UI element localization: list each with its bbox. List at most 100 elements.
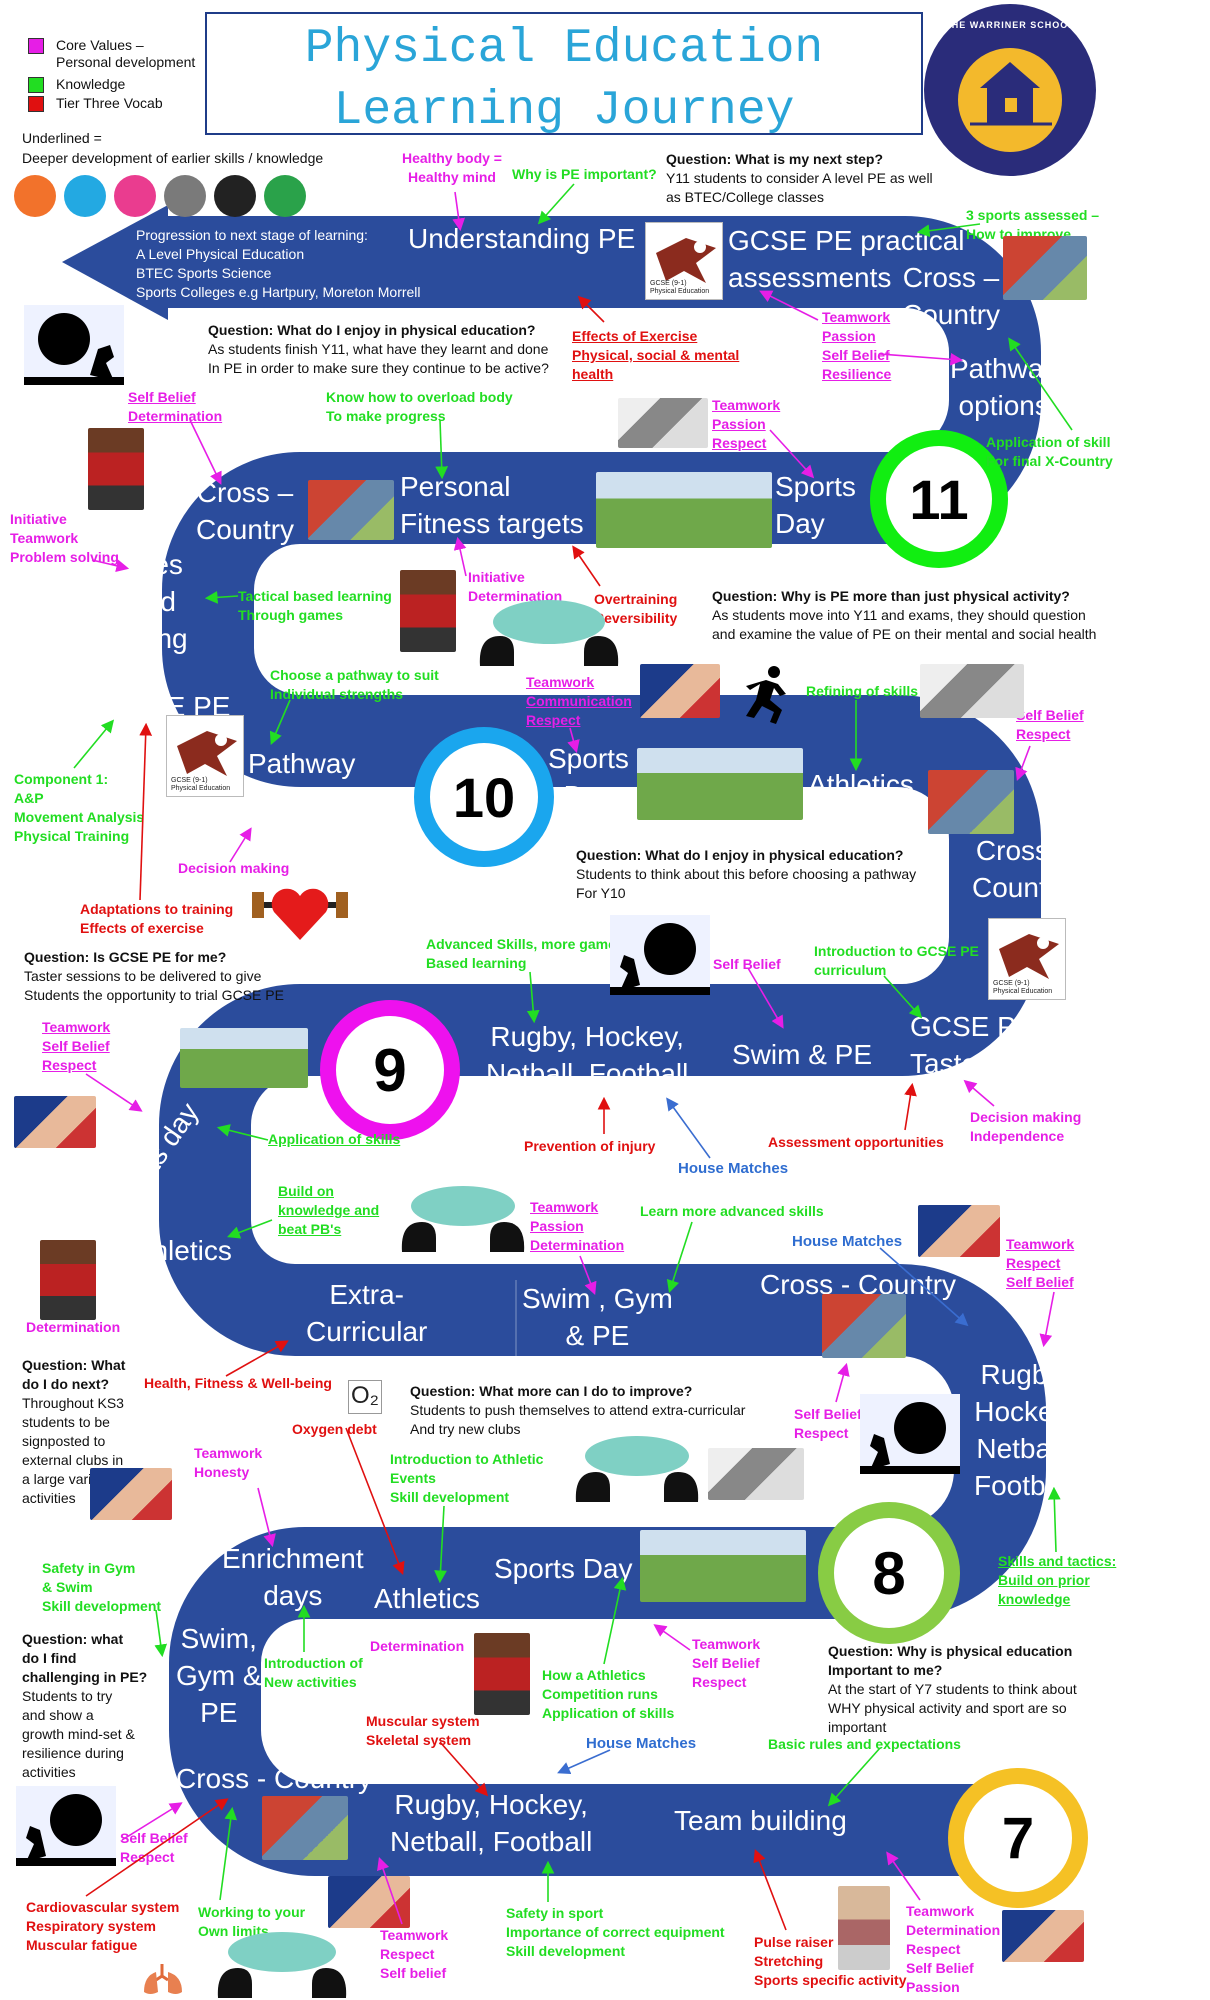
label-basic-rules: Basic rules and expectations: [768, 1736, 961, 1752]
label-self-belief-1: Self Belief: [713, 956, 781, 972]
label-working-limits: Working to your Own limits: [198, 1904, 306, 1939]
road-enrichment: Enrichment days: [222, 1543, 364, 1611]
label-house-matches-3: House Matches: [586, 1735, 697, 1752]
photo-sports-field-4: [640, 1530, 806, 1602]
road-rugby-2: Rugby, Hockey, Netball, Football: [974, 1359, 1074, 1501]
question-answer: Taster sessions to be delivered to give …: [24, 968, 284, 1003]
road-extra-curricular: Extra- Curricular: [306, 1279, 428, 1347]
year-10-badge: 10: [414, 727, 554, 867]
label-why-pe: Why is PE important?: [512, 166, 657, 182]
school-name: THE WARRINER SCHOOL: [945, 20, 1075, 30]
road-swim-pe-1: Swim & PE: [732, 1039, 873, 1070]
photo-hands-3: [918, 1205, 1000, 1257]
label-component-1: Component 1: A&P Movement Analysis Physi…: [14, 771, 145, 844]
core-value-icon-orange: [14, 175, 56, 217]
label-teamwork-passion-determination: Teamwork Passion Determination: [530, 1199, 625, 1253]
gcse-badge-text: GCSE (9-1) Physical Education: [650, 280, 710, 295]
road-cross-country-3: Cross - Country: [972, 835, 1071, 903]
brain-icon-4: [217, 1932, 347, 1998]
question-answer: At the start of Y7 students to think abo…: [828, 1681, 1077, 1735]
label-pulse-raiser: Pulse raiser Stretching Sports specific …: [754, 1934, 907, 1988]
label-how-athletics: How a Athletics Competition runs Applica…: [542, 1667, 675, 1721]
heart-dumbbell-icon: [252, 888, 348, 940]
label-cardio: Cardiovascular system Respiratory system…: [26, 1899, 180, 1953]
photo-stretching: [838, 1886, 890, 1970]
legend-core-values: Core Values – Personal development: [56, 37, 196, 70]
boulder-silhouette-4: [16, 1786, 116, 1866]
label-house-matches-1: House Matches: [678, 1160, 789, 1177]
boulder-silhouette-2: [610, 915, 710, 995]
photo-athlete-1: [88, 428, 144, 510]
label-teamwork-determination-passion: Teamwork Determination Respect Self Beli…: [906, 1903, 1001, 1995]
label-teamwork-selfbelief-respect-1: Teamwork Self Belief Respect: [42, 1019, 111, 1073]
question-title: Question: Why is PE more than just physi…: [712, 588, 1070, 604]
core-value-icon-grey: [164, 175, 206, 217]
road-games: Games based learning: [88, 549, 188, 654]
question-next-step: Question: What is my next step? Y11 stud…: [666, 150, 933, 207]
road-swim-gym-2: Swim, Gym & PE: [176, 1623, 262, 1728]
question-why-important: Question: Why is physical education Impo…: [828, 1642, 1077, 1737]
question-gcse-for-me: Question: Is GCSE PE for me? Taster sess…: [24, 948, 284, 1005]
progression-text: Progression to next stage of learning: A…: [136, 227, 421, 300]
photo-sports-field-1: [596, 472, 772, 548]
question-title: Question: What do I do next?: [22, 1357, 126, 1392]
page-title: Physical Education Learning Journey: [304, 22, 824, 138]
question-title: Question: What is my next step?: [666, 151, 884, 167]
photo-runners-2: [308, 480, 394, 540]
core-value-icon-green: [264, 175, 306, 217]
photo-sports-field-2: [637, 748, 803, 820]
question-title: Question: What do I enjoy in physical ed…: [208, 322, 536, 338]
question-enjoy-y10: Question: What do I enjoy in physical ed…: [576, 846, 916, 903]
photo-hands-6: [1002, 1910, 1084, 1962]
photo-runners-3: [928, 770, 1014, 834]
label-prevention: Prevention of injury: [524, 1138, 656, 1154]
question-more-than-activity: Question: Why is PE more than just physi…: [712, 587, 1096, 644]
road-sports-day-2: Sports Day: [548, 743, 629, 811]
runner-silhouette-icon: [746, 666, 786, 724]
legend-underlined: Underlined =: [22, 130, 102, 146]
road-pathway-2: Pathway options: [248, 748, 356, 816]
question-challenging: Question: what do I find challenging in …: [22, 1630, 147, 1782]
eagle-icon: [177, 731, 237, 776]
label-learn-advanced: Learn more advanced skills: [640, 1203, 824, 1219]
question-title: Question: what do I find challenging in …: [22, 1631, 148, 1685]
label-initiative-determination: Initiative Determination: [468, 569, 563, 604]
brain-icon-1: [479, 600, 619, 666]
label-determination-1: Determination: [26, 1319, 121, 1335]
label-intro-athletic: Introduction to Athletic Events Skill de…: [390, 1451, 544, 1505]
gcse-badge-2: GCSE (9-1) Physical Education: [166, 715, 244, 797]
question-title: Question: Why is physical education Impo…: [828, 1643, 1073, 1678]
road-fitness: Personal Fitness targets: [400, 471, 584, 539]
label-teamwork-respect-selfbelief-1: Teamwork Respect Self Belief: [1006, 1236, 1075, 1290]
brain-icon-3: [575, 1436, 699, 1502]
label-safety-sport: Safety in sport Importance of correct eq…: [506, 1905, 725, 1959]
eagle-icon: [656, 238, 716, 283]
road-gcse-taster: GCSE PE Taster: [910, 1011, 1035, 1079]
label-overload: Know how to overload body To make progre…: [326, 389, 513, 424]
question-title: Question: What do I enjoy in physical ed…: [576, 847, 904, 863]
boulder-silhouette-1: [24, 305, 124, 385]
photo-sports-field-3: [180, 1028, 308, 1088]
photo-runners-1: [1003, 236, 1087, 300]
road-rugby-3: Rugby, Hockey, Netball, Football: [390, 1789, 593, 1857]
label-tactical: Tactical based learning Through games: [238, 588, 392, 623]
road-athletics-3: Athletics: [374, 1583, 480, 1614]
label-decision-independence: Decision making Independence: [970, 1109, 1082, 1144]
road-understanding-pe: Understanding PE: [408, 223, 636, 254]
road-swim-gym-1: Swim , Gym & PE: [522, 1283, 673, 1351]
question-answer: Students to try and show a growth mind-s…: [22, 1688, 135, 1780]
label-build-pb: Build on knowledge and beat PB's: [278, 1183, 380, 1237]
eagle-icon: [999, 934, 1059, 979]
brain-icon-2: [401, 1186, 525, 1252]
question-answer: Students to push themselves to attend ex…: [410, 1402, 746, 1437]
core-value-icon-blue: [64, 175, 106, 217]
label-refining: Refining of skills: [806, 683, 919, 699]
photo-handshake-3: [708, 1448, 804, 1500]
label-teamwork-selfbelief-respect-2: Teamwork Self Belief Respect: [692, 1636, 761, 1690]
label-teamwork-communication: Teamwork Communication Respect: [526, 674, 632, 728]
legend-swatch-core-values: [28, 38, 44, 54]
legend-swatch-knowledge: [28, 77, 44, 93]
label-intro-gcse: Introduction to GCSE PE curriculum: [814, 943, 979, 978]
label-teamwork-resilience: Teamwork Passion Self Belief Resilience: [822, 309, 892, 382]
